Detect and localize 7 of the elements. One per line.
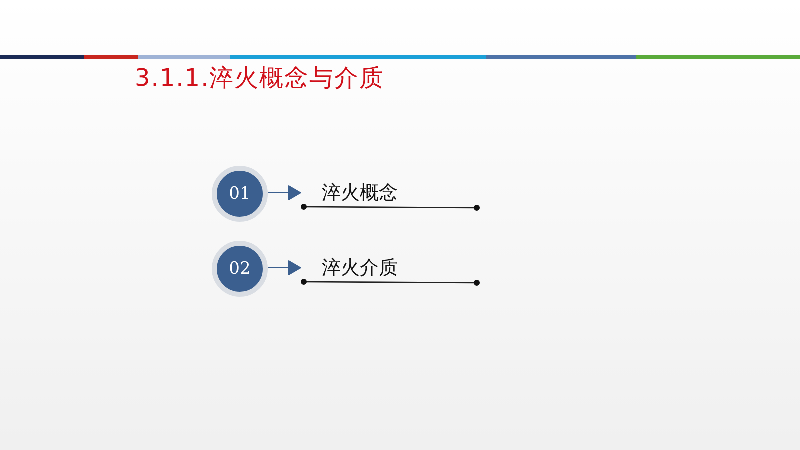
item-heading: 淬火概念 xyxy=(322,181,398,206)
number-circle: 01 xyxy=(212,166,268,222)
slide-title: 3.1.1.淬火概念与介质 xyxy=(135,63,385,94)
item-heading: 淬火介质 xyxy=(322,256,398,281)
arrow xyxy=(268,260,302,276)
arrow xyxy=(268,186,302,200)
number-circle: 02 xyxy=(212,241,268,297)
